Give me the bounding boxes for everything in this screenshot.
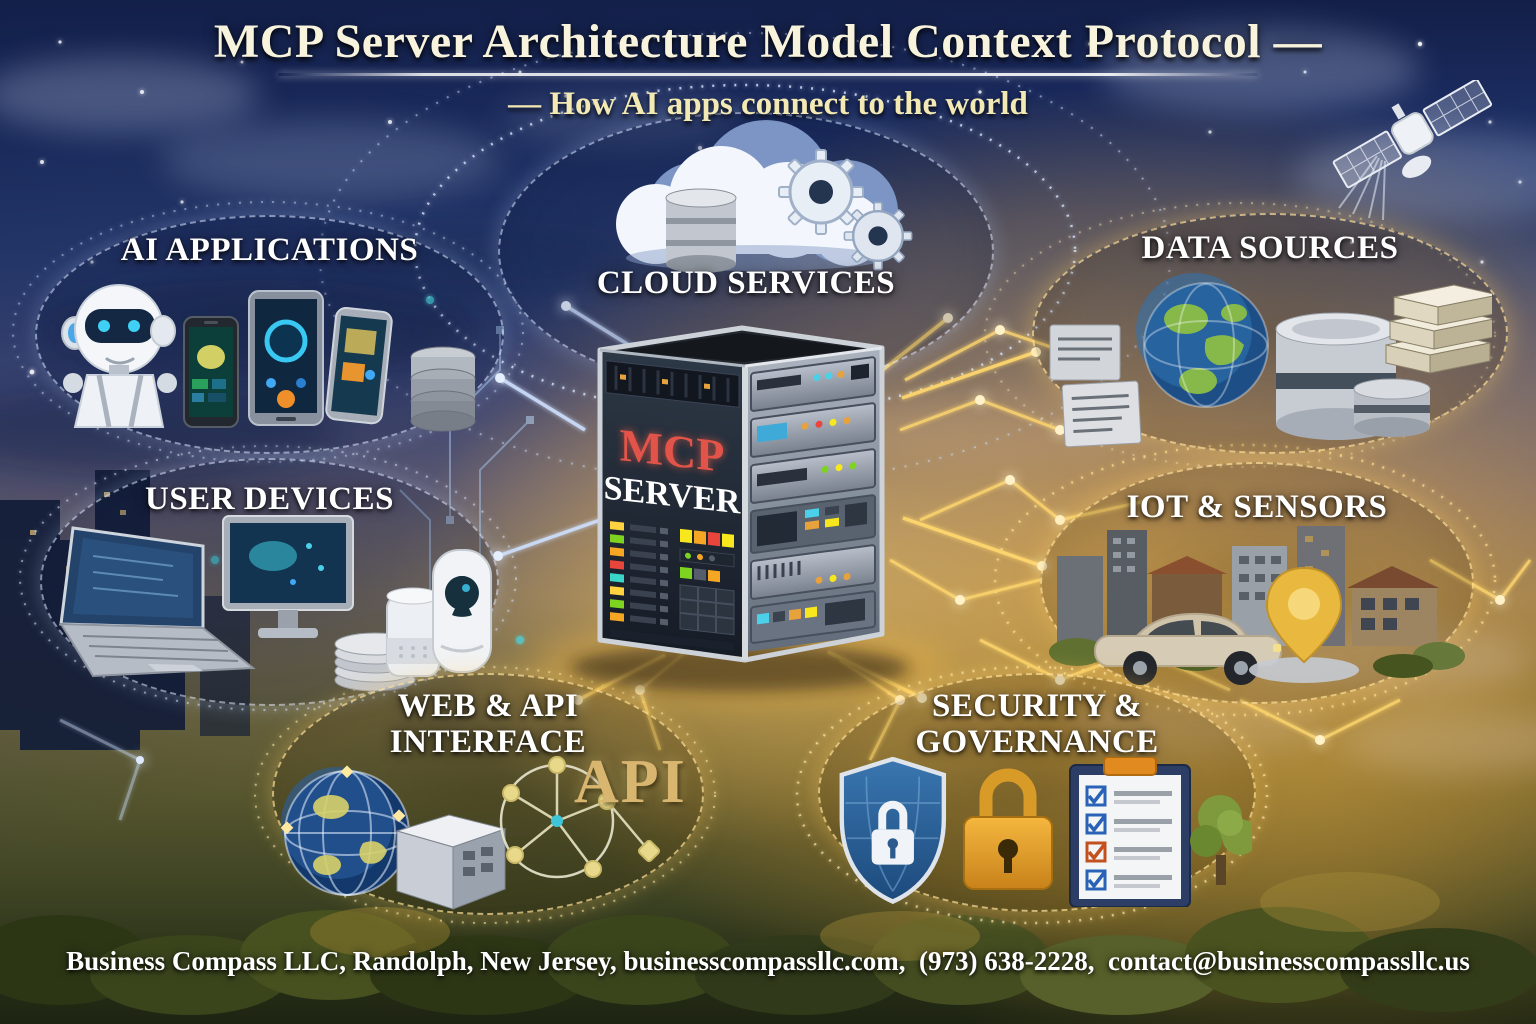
tree-icon [1190,795,1252,885]
database-icon [665,188,737,273]
hub-box-icon [395,814,507,910]
data-sources-label: DATA SOURCES [1141,230,1399,266]
ai-applications-graphics [61,284,476,432]
web-api-label-line1: WEB & API [397,688,579,724]
node-security-governance: SECURITY & GOVERNANCE [818,673,1256,912]
iot-sensors-graphics [1049,526,1465,685]
data-sources-graphics [1049,273,1492,448]
title-divider [278,73,1258,76]
node-data-sources: DATA SOURCES [1032,213,1508,454]
document-icon [1049,324,1142,448]
smart-hub-icon [432,549,492,673]
security-graphics [839,757,1252,907]
smartphone-icon [325,306,393,425]
checklist-icon [1069,757,1191,907]
globe-icon [280,765,410,896]
api-badge: API [574,748,687,816]
led-panel-left [610,521,668,626]
gear-icon [778,149,864,235]
padlock-icon [963,768,1053,890]
node-user-devices: USER DEVICES [40,458,499,706]
satellite-icon [1332,80,1493,221]
robot-icon [61,284,177,428]
car-icon [1094,612,1282,685]
security-label-line1: SECURITY & [931,688,1143,724]
server-shadow [570,644,910,692]
mcp-server-rack: MCP SERVER [597,325,885,663]
cloud-services-graphics [616,120,913,273]
user-devices-label: USER DEVICES [145,481,394,517]
location-pin-icon [1249,566,1359,683]
cloud-services-label: CLOUD SERVICES [596,265,896,301]
smart-speaker-icon [386,587,440,677]
building-icon [1057,526,1439,648]
database-icon [1353,378,1431,437]
gear-icon [843,201,913,271]
page-title: MCP Server Architecture Model Context Pr… [213,15,1323,68]
node-ai-applications: AI APPLICATIONS [35,215,504,454]
database-icon [410,346,476,432]
node-web-api-interface: WEB & API INTERFACE [272,673,704,915]
ai-applications-label: AI APPLICATIONS [120,232,419,268]
header: MCP Server Architecture Model Context Pr… [0,14,1536,123]
tablet-icon [248,290,324,426]
monitor-icon [222,515,354,638]
trees [0,872,1536,1015]
web-api-graphics [280,756,661,910]
footer-contact-info: Business Compass LLC, Randolph, New Jers… [66,946,1470,976]
shield-lock-icon [839,757,947,904]
web-api-label-line2: INTERFACE [389,723,587,760]
file-stack-icon [1385,284,1492,374]
node-iot-sensors: IOT & SENSORS [1040,462,1474,704]
led-panel-right [679,528,735,636]
security-label-line2: GOVERNANCE [915,723,1159,760]
network-graph-icon [499,756,661,879]
rack-units [750,356,876,644]
smartphone-icon [183,316,239,428]
laptop-icon [59,526,256,678]
user-devices-graphics [59,515,492,692]
iot-sensors-label: IOT & SENSORS [1126,489,1388,525]
globe-icon [1136,273,1269,408]
page-subtitle: — How AI apps connect to the world [508,86,1028,122]
server-label-mcp: MCP [620,419,725,481]
